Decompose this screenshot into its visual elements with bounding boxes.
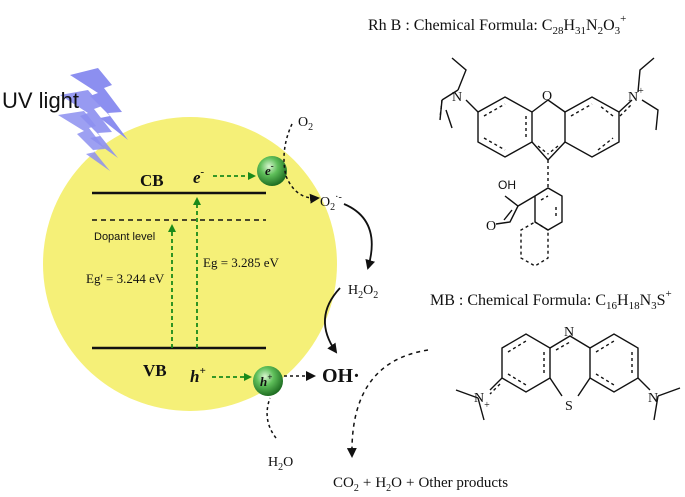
mb-s: S bbox=[657, 292, 666, 309]
superoxide-charge: ·- bbox=[335, 192, 342, 203]
rhb-charge: + bbox=[620, 13, 626, 25]
rhb-o-ring: O bbox=[542, 89, 552, 104]
eg-label: Eg = 3.285 eV bbox=[203, 255, 280, 270]
vb-label: VB bbox=[143, 361, 167, 380]
plus-2: + bbox=[406, 475, 414, 491]
h2o2-o-sub: 2 bbox=[373, 290, 378, 301]
electron-to-superoxide-arrow bbox=[285, 175, 320, 204]
lightning-icon bbox=[58, 68, 128, 171]
oh-to-products-arrow bbox=[346, 349, 429, 458]
rhb-n-right: N+ bbox=[628, 86, 644, 105]
mb-n-right: N bbox=[648, 391, 658, 406]
mb-charge: + bbox=[666, 288, 672, 300]
mb-h: H bbox=[617, 292, 629, 309]
superoxide-to-h2o2-arrow bbox=[343, 203, 376, 270]
rhb-n-right-charge: + bbox=[638, 86, 644, 97]
hole-bead-label: h+ bbox=[260, 372, 272, 389]
plus-1: + bbox=[363, 475, 371, 491]
rhodamine-b-structure bbox=[439, 57, 659, 267]
o2-label: O2 bbox=[298, 115, 313, 133]
eg-doped-label: Eg' = 3.244 eV bbox=[86, 271, 165, 286]
photocatalyst-particle bbox=[43, 117, 337, 411]
rhb-h: H bbox=[563, 17, 575, 34]
uv-light-label: UV light bbox=[2, 88, 79, 113]
electron-label: e- bbox=[193, 166, 205, 187]
hole-symbol: h bbox=[190, 367, 199, 386]
superoxide-sub: 2 bbox=[330, 202, 335, 213]
o2-o: O bbox=[298, 115, 308, 130]
water-o: O bbox=[283, 455, 293, 470]
rhb-n-count: 2 bbox=[598, 25, 604, 37]
products-label: CO2+H2O+Other products bbox=[333, 475, 508, 494]
rhb-n-left: N bbox=[452, 90, 462, 105]
co2-sub: 2 bbox=[354, 483, 359, 494]
h2o-o: O bbox=[391, 475, 402, 491]
mb-formula: MB : Chemical Formula: C16H18N3S+ bbox=[430, 288, 672, 312]
hole-charge: + bbox=[199, 365, 205, 377]
h2o2-h: H bbox=[348, 283, 358, 298]
electron-bead-charge: - bbox=[271, 161, 274, 171]
water-sub: 2 bbox=[278, 462, 283, 473]
mb-s: S bbox=[565, 399, 573, 414]
mb-prefix: MB : Chemical Formula: C bbox=[430, 292, 606, 309]
oh-radical-label: OH· bbox=[322, 365, 360, 387]
methylene-blue-structure bbox=[455, 333, 681, 421]
mb-n-left-charge: + bbox=[484, 400, 490, 411]
rhb-c-count: 28 bbox=[552, 25, 564, 37]
electron-symbol: e bbox=[193, 168, 201, 187]
rhb-o-count: 3 bbox=[615, 25, 621, 37]
mb-n-top: N bbox=[564, 325, 574, 340]
rhb-oh: OH bbox=[498, 178, 516, 192]
rhb-n: N bbox=[586, 17, 598, 34]
co2-c: CO bbox=[333, 475, 354, 491]
electron-bead-icon bbox=[257, 156, 287, 186]
h2o-sub: 2 bbox=[386, 483, 391, 494]
mb-n-left-atom: N bbox=[474, 391, 484, 406]
dopant-level-label: Dopant level bbox=[94, 231, 155, 243]
mb-n-count: 3 bbox=[651, 300, 657, 312]
mb-n-left: N+ bbox=[474, 391, 490, 411]
water-to-hole-arrow bbox=[266, 397, 277, 439]
electron-charge: - bbox=[201, 166, 205, 178]
superoxide-o: O bbox=[320, 195, 330, 210]
mb-n: N bbox=[640, 292, 652, 309]
rhb-o-carbonyl: O bbox=[486, 219, 496, 234]
hole-label: h+ bbox=[190, 365, 206, 386]
hole-bead-symbol: h bbox=[260, 374, 267, 389]
rhb-h-count: 31 bbox=[575, 25, 586, 37]
superoxide-label: O2·- bbox=[320, 192, 342, 213]
rhb-formula: Rh B : Chemical Formula: C28H31N2O3+ bbox=[368, 13, 626, 37]
mb-h-count: 18 bbox=[629, 300, 641, 312]
h2o-h: H bbox=[375, 475, 386, 491]
h2o2-to-oh-arrow bbox=[324, 287, 341, 354]
rhb-prefix: Rh B : Chemical Formula: C bbox=[368, 17, 552, 34]
rhb-n-right-atom: N bbox=[628, 90, 638, 105]
h2o2-label: H2O2 bbox=[348, 283, 378, 301]
electron-bead-symbol: e bbox=[265, 163, 271, 178]
mb-c-count: 16 bbox=[606, 300, 618, 312]
water-h: H bbox=[268, 455, 278, 470]
hole-bead-icon bbox=[253, 366, 283, 396]
rhb-o: O bbox=[603, 17, 615, 34]
electron-bead-label: e- bbox=[265, 161, 274, 178]
o2-sub: 2 bbox=[308, 122, 313, 133]
cb-label: CB bbox=[140, 171, 164, 190]
h2o2-h-sub: 2 bbox=[358, 290, 363, 301]
h2o2-o: O bbox=[363, 283, 373, 298]
hole-bead-charge: + bbox=[267, 372, 272, 382]
o2-to-electron-arrow bbox=[283, 123, 293, 177]
other-products: Other products bbox=[418, 475, 508, 491]
water-label: H2O bbox=[268, 455, 293, 473]
